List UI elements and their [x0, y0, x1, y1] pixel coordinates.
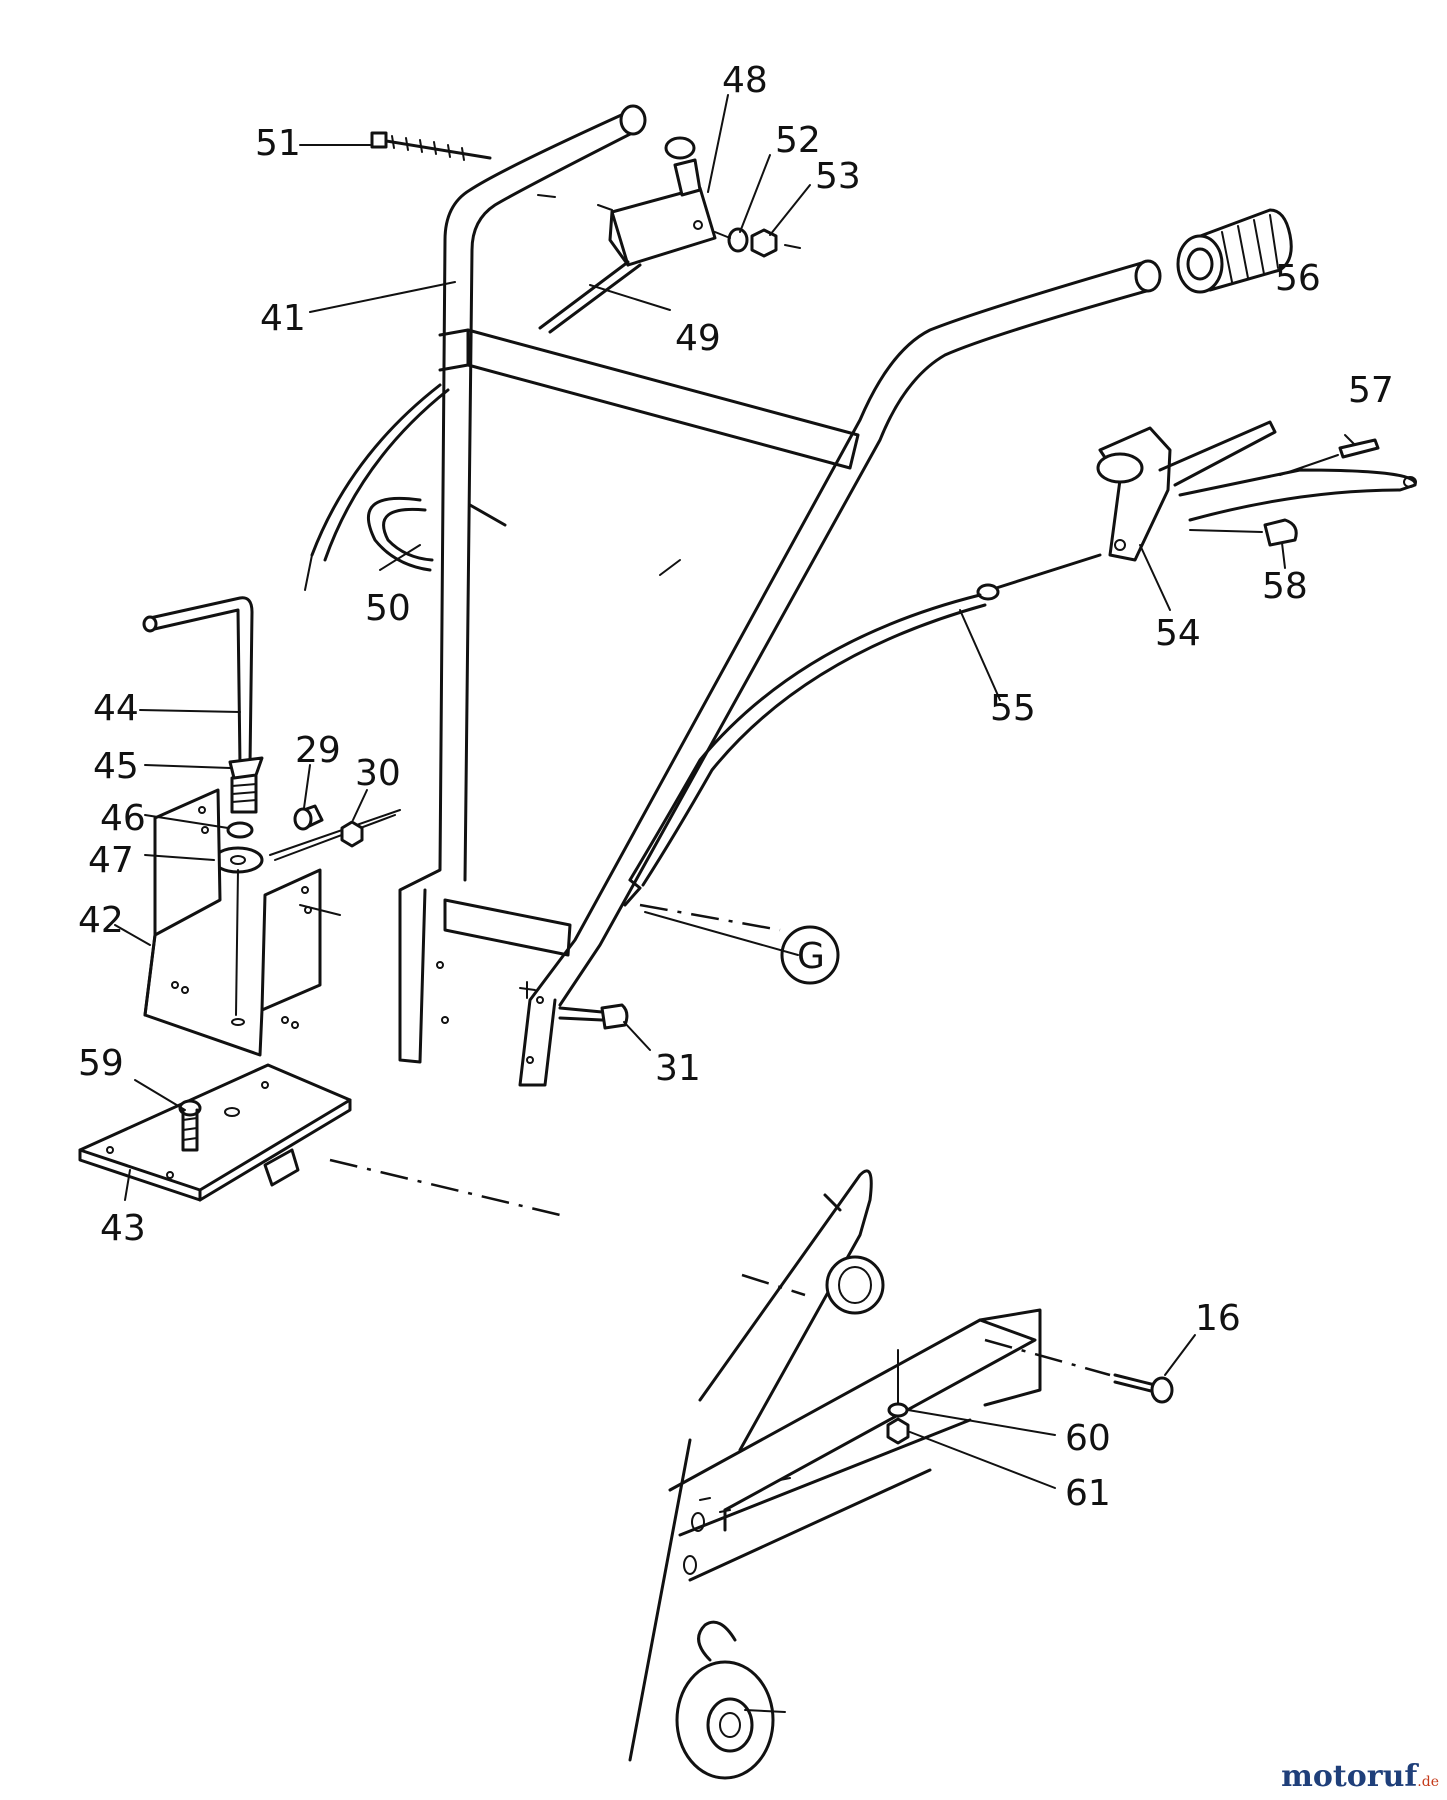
- watermark-logo: motoruf.de: [1281, 1759, 1439, 1794]
- spacer-29: [293, 804, 324, 831]
- washer-46: [226, 821, 254, 839]
- label-61: 61: [1065, 1473, 1111, 1514]
- handlebar-right-tube: [518, 259, 1162, 1087]
- brake-lever-54: [1096, 420, 1417, 562]
- leader-lines: [114, 94, 1356, 1489]
- label-57: 57: [1348, 370, 1394, 411]
- transmission-housing: [628, 1169, 1042, 1780]
- label-50: 50: [365, 588, 411, 629]
- label-54: 54: [1155, 613, 1201, 654]
- label-31: 31: [655, 1048, 701, 1089]
- label-53: 53: [815, 156, 861, 197]
- wing-nut-45: [228, 756, 264, 814]
- base-plate-43: [78, 1063, 352, 1202]
- label-44: 44: [93, 688, 139, 729]
- label-16: 16: [1195, 1298, 1241, 1339]
- label-48: 48: [722, 60, 768, 101]
- cable-left: [304, 383, 450, 591]
- nut-53: [750, 228, 778, 258]
- part-labels: 51 48 52 53 56 41 49 57 50 58 54 55 44 2…: [78, 60, 1394, 1514]
- label-56: 56: [1275, 258, 1321, 299]
- label-60: 60: [1065, 1418, 1111, 1459]
- label-g: G: [797, 936, 825, 977]
- locking-rod-44: [142, 596, 254, 767]
- label-29: 29: [295, 730, 341, 771]
- watermark-main: motoruf: [1281, 1759, 1418, 1794]
- nut-30: [340, 820, 364, 848]
- handle-grip-56: [1176, 208, 1293, 294]
- label-30: 30: [355, 753, 401, 794]
- label-41: 41: [260, 298, 306, 339]
- control-lever-48: [608, 136, 717, 267]
- screw-58: [1189, 518, 1298, 547]
- label-51: 51: [255, 123, 301, 164]
- bolt-51: [370, 131, 492, 161]
- label-46: 46: [100, 798, 146, 839]
- handlebar-crossbar: [438, 328, 860, 470]
- washer-52: [727, 227, 749, 253]
- label-47: 47: [88, 840, 134, 881]
- handlebar-left-tube: [398, 104, 647, 1064]
- bolt-59: [178, 1099, 202, 1152]
- washer-60: [887, 1402, 909, 1418]
- bolt-31: [519, 981, 629, 1030]
- washer-47: [212, 846, 264, 874]
- label-43: 43: [100, 1208, 146, 1249]
- rod-57: [1279, 438, 1380, 476]
- watermark-tld: .de: [1417, 1774, 1439, 1790]
- label-52: 52: [775, 120, 821, 161]
- label-55: 55: [990, 688, 1036, 729]
- reference-circle-g: [780, 925, 840, 985]
- label-45: 45: [93, 746, 139, 787]
- bolt-16: [1113, 1373, 1174, 1404]
- bracket-42: [143, 788, 322, 1057]
- label-58: 58: [1262, 566, 1308, 607]
- control-rod-49: [538, 260, 642, 334]
- label-59: 59: [78, 1043, 124, 1084]
- cable-right-55: [623, 553, 1102, 907]
- cable-clip-50: [366, 496, 507, 572]
- handlebar-lower-crossbar: [436, 898, 572, 1064]
- nut-61: [886, 1417, 910, 1445]
- label-42: 42: [78, 900, 124, 941]
- label-49: 49: [675, 318, 721, 359]
